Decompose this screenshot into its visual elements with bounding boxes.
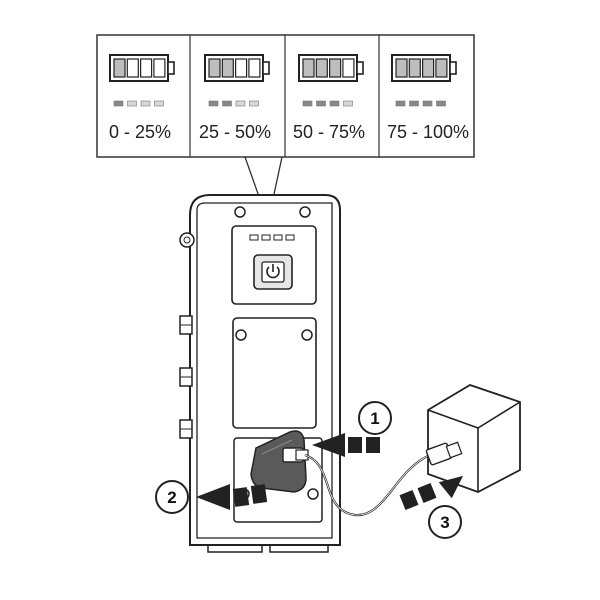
charge-indicator-leds bbox=[249, 234, 295, 241]
led-dot bbox=[395, 100, 406, 107]
battery-icon bbox=[298, 54, 364, 82]
led-dot bbox=[316, 100, 326, 107]
step-1-label: 1 bbox=[370, 409, 379, 428]
usb-cable-core bbox=[304, 454, 431, 516]
side-grips bbox=[179, 315, 193, 439]
power-adapter-icon bbox=[425, 384, 521, 493]
charge-level-legend: 0 - 25% 25 - 50% 50 - 75% 75 - 100% bbox=[96, 34, 475, 225]
device-led bbox=[249, 234, 259, 241]
led-dot bbox=[140, 100, 151, 107]
device-foot bbox=[207, 545, 263, 553]
light-panel bbox=[232, 317, 317, 429]
led-dot bbox=[127, 100, 137, 107]
battery-cell bbox=[329, 58, 342, 78]
port-cover[interactable] bbox=[250, 430, 307, 493]
led-dot bbox=[249, 100, 259, 107]
screw bbox=[234, 206, 246, 218]
led-dot bbox=[208, 100, 219, 107]
led-dot bbox=[302, 100, 313, 107]
step-3-arrow bbox=[399, 475, 464, 511]
screw bbox=[299, 206, 311, 218]
battery-cell bbox=[248, 58, 261, 78]
charge-level-label: 50 - 75% bbox=[293, 122, 365, 142]
usb-plug-icon bbox=[282, 447, 309, 463]
led-dot bbox=[422, 100, 433, 107]
battery-cell bbox=[408, 58, 421, 78]
charge-level-label: 0 - 25% bbox=[109, 122, 171, 142]
battery-cell bbox=[208, 58, 221, 78]
lanyard-hole-inner bbox=[183, 236, 191, 244]
battery-cell bbox=[153, 58, 166, 78]
led-dot bbox=[113, 100, 124, 107]
charge-level-label: 25 - 50% bbox=[199, 122, 271, 142]
battery-cell bbox=[140, 58, 153, 78]
step-2-arrow bbox=[196, 484, 268, 510]
led-dot bbox=[343, 100, 353, 107]
charge-level-2: 25 - 50% bbox=[199, 54, 271, 142]
device-led bbox=[285, 234, 295, 241]
battery-cell bbox=[126, 58, 139, 78]
step-1-badge: 1 bbox=[358, 401, 392, 435]
battery-cell bbox=[235, 58, 248, 78]
step-2-badge: 2 bbox=[155, 480, 189, 514]
led-dot bbox=[235, 100, 246, 107]
device-inner-outline bbox=[196, 202, 333, 539]
device-foot bbox=[269, 545, 329, 553]
battery-icon bbox=[391, 54, 457, 82]
step-3-badge: 3 bbox=[428, 505, 462, 539]
battery-cell bbox=[221, 58, 234, 78]
led-dot bbox=[436, 100, 446, 107]
led-dot bbox=[329, 100, 340, 107]
battery-icon bbox=[204, 54, 270, 82]
led-dot bbox=[409, 100, 419, 107]
battery-cell bbox=[315, 58, 328, 78]
battery-cell bbox=[342, 58, 355, 78]
charge-level-1: 0 - 25% bbox=[109, 54, 175, 142]
led-dot bbox=[154, 100, 164, 107]
step-1-arrow bbox=[312, 433, 380, 457]
battery-icon bbox=[109, 54, 175, 82]
battery-cell bbox=[422, 58, 435, 78]
power-icon bbox=[266, 264, 280, 279]
battery-cell bbox=[435, 58, 448, 78]
charge-level-3: 50 - 75% bbox=[293, 54, 365, 142]
step-2-label: 2 bbox=[167, 488, 176, 507]
screw bbox=[301, 329, 313, 341]
screw bbox=[235, 329, 247, 341]
charge-level-label: 75 - 100% bbox=[387, 122, 469, 142]
power-button[interactable] bbox=[253, 254, 293, 290]
charge-level-4: 75 - 100% bbox=[387, 54, 469, 142]
led-dot bbox=[222, 100, 232, 107]
device-led bbox=[261, 234, 271, 241]
battery-cell bbox=[302, 58, 315, 78]
port-cover-highlight bbox=[261, 439, 293, 455]
battery-cell bbox=[113, 58, 126, 78]
screw bbox=[307, 488, 319, 500]
device-led bbox=[273, 234, 283, 241]
step-3-label: 3 bbox=[440, 513, 449, 532]
battery-cell bbox=[395, 58, 408, 78]
